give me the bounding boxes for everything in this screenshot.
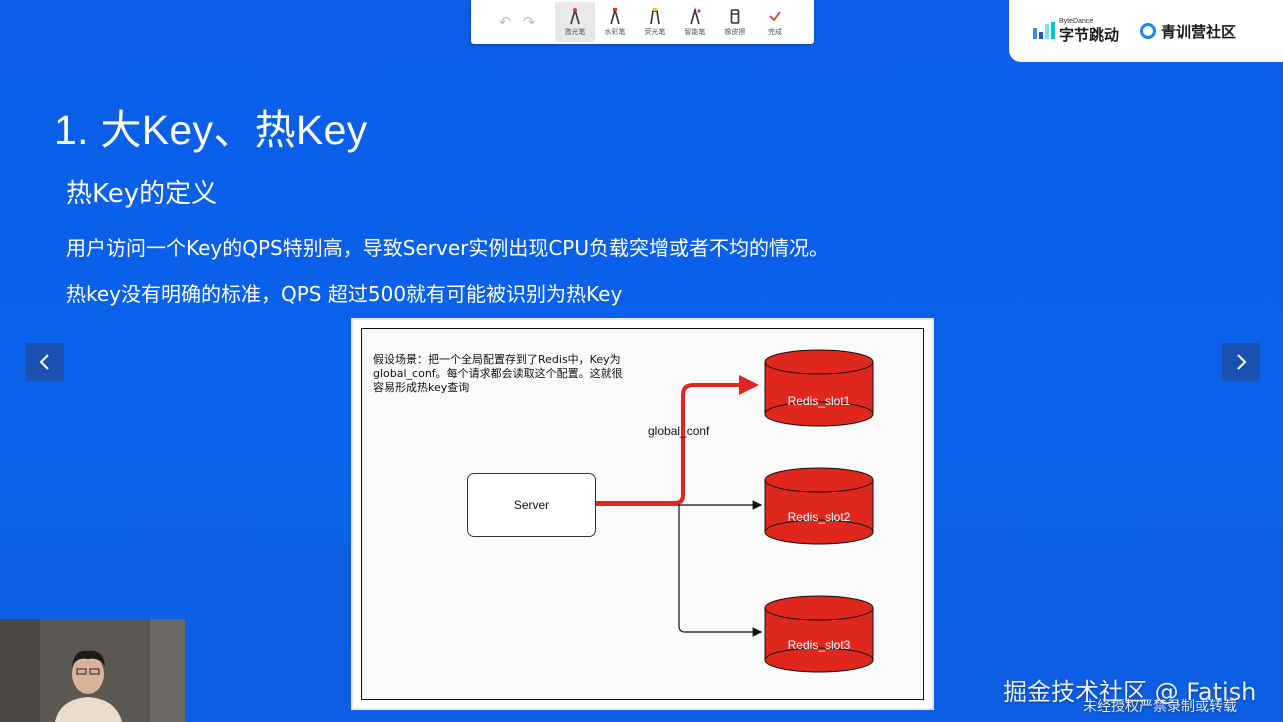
tool-label: 智能笔	[685, 27, 706, 37]
hot-key-arrowhead	[739, 375, 759, 395]
annotation-toolbar: ↶ ↷ 激光笔 水彩笔 荧光笔	[471, 0, 814, 44]
tool-watercolor-pen[interactable]: 水彩笔	[595, 2, 635, 42]
hot-key-diagram: 假设场景：把一个全局配置存到了Redis中，Key为 global_conf。每…	[351, 318, 934, 710]
watercolor-pen-icon	[607, 7, 623, 25]
tool-label: 完成	[768, 27, 782, 37]
presenter-image	[0, 619, 185, 722]
chevron-right-icon	[1234, 352, 1248, 372]
smart-pen-icon	[687, 7, 703, 25]
redis-slot3-label: Redis_slot3	[765, 638, 873, 652]
community-logo-icon	[1139, 22, 1157, 40]
undo-icon[interactable]: ↶	[493, 10, 517, 34]
tool-label: 橡皮擦	[725, 27, 746, 37]
prev-slide-button[interactable]	[26, 343, 64, 381]
definition-line-2: 热key没有明确的标准，QPS 超过500就有可能被识别为热Key	[66, 278, 622, 307]
connector-server-to-slot3	[679, 505, 761, 632]
redis-slot2-cylinder	[765, 468, 873, 544]
community-name: 青训营社区	[1161, 21, 1236, 42]
laser-pen-icon	[567, 7, 583, 25]
tool-laser-pen[interactable]: 激光笔	[555, 2, 595, 42]
redis-slot1-label: Redis_slot1	[765, 394, 873, 408]
tool-label: 激光笔	[565, 27, 586, 37]
edge-label-global-conf: global_conf	[648, 424, 709, 438]
caption-line: 假设场景：把一个全局配置存到了Redis中，Key为	[373, 353, 673, 367]
redis-slot3-cylinder	[765, 596, 873, 672]
tool-smart-pen[interactable]: 智能笔	[675, 2, 715, 42]
redis-slot2-label: Redis_slot2	[765, 510, 873, 524]
eraser-icon	[727, 7, 743, 25]
tool-label: 荧光笔	[645, 27, 666, 37]
slide-subtitle: 热Key的定义	[66, 173, 217, 210]
server-node: Server	[467, 473, 596, 537]
watermark-line-2: 未经授权严禁录制或转载	[1083, 696, 1237, 716]
tool-label: 水彩笔	[605, 27, 626, 37]
presenter-webcam	[0, 619, 185, 722]
brand-bar: ByteDance 字节跳动 青训营社区	[1009, 0, 1283, 62]
caption-line: 容易形成热key查询	[373, 381, 673, 395]
community-logo: 青训营社区	[1139, 21, 1236, 42]
tool-highlighter[interactable]: 荧光笔	[635, 2, 675, 42]
redo-icon[interactable]: ↷	[517, 10, 541, 34]
highlighter-icon	[647, 7, 663, 25]
tool-done[interactable]: 完成	[755, 2, 795, 42]
bytedance-name: 字节跳动	[1059, 26, 1119, 44]
bytedance-small-text: ByteDance	[1059, 18, 1119, 26]
chevron-left-icon	[38, 352, 52, 372]
hot-key-arrow	[596, 385, 745, 503]
redis-slot1-cylinder	[765, 350, 873, 426]
check-icon	[767, 7, 783, 25]
slide-title: 1. 大Key、热Key	[54, 96, 367, 156]
bytedance-logo-icon	[1033, 22, 1055, 40]
definition-line-1: 用户访问一个Key的QPS特别高，导致Server实例出现CPU负载突增或者不均…	[66, 232, 829, 261]
next-slide-button[interactable]	[1222, 343, 1260, 381]
bytedance-logo: ByteDance 字节跳动	[1033, 18, 1119, 44]
caption-line: global_conf。每个请求都会读取这个配置。这就很	[373, 367, 673, 381]
diagram-caption: 假设场景：把一个全局配置存到了Redis中，Key为 global_conf。每…	[373, 353, 673, 395]
tool-eraser[interactable]: 橡皮擦	[715, 2, 755, 42]
